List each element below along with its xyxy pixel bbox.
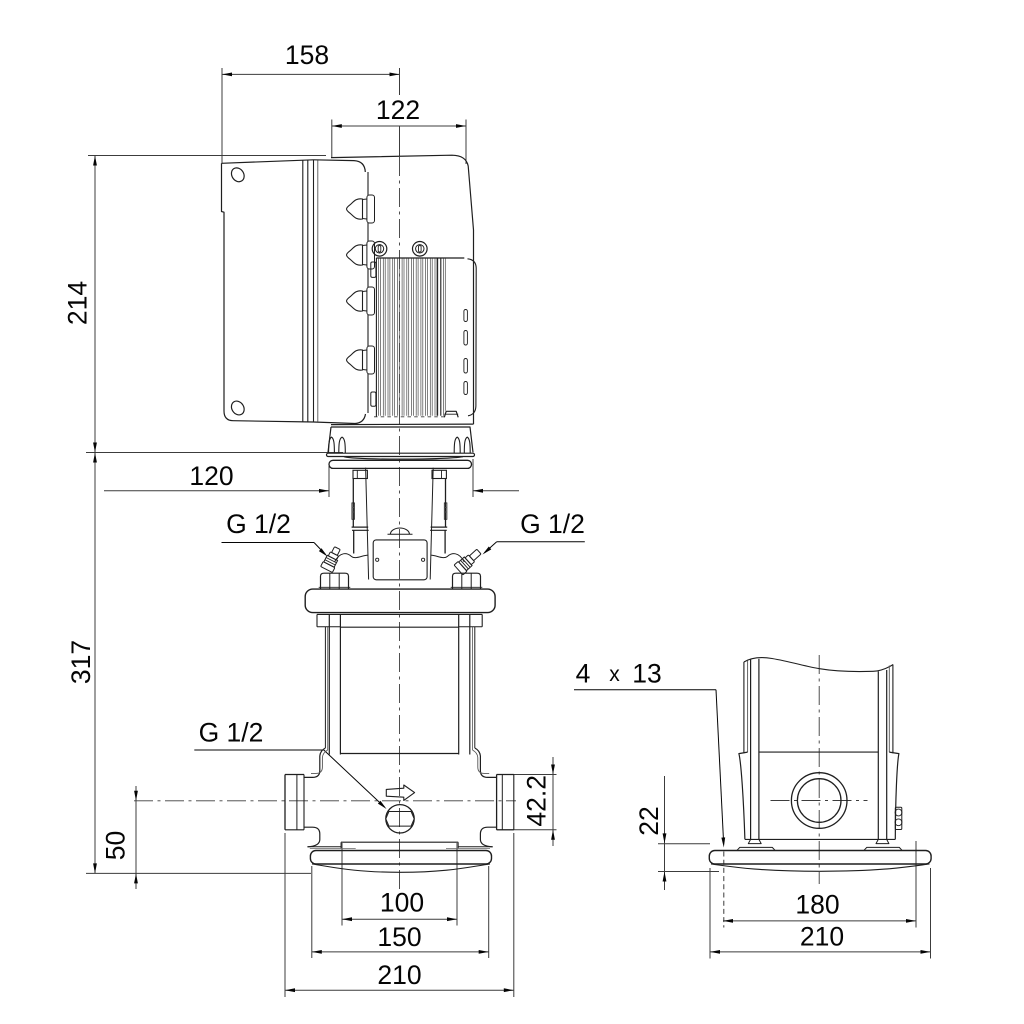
svg-text:50: 50 [101,831,131,860]
svg-text:G 1/2: G 1/2 [520,509,585,539]
svg-text:G 1/2: G 1/2 [226,509,291,539]
svg-text:100: 100 [380,888,424,918]
svg-text:150: 150 [377,922,421,952]
svg-text:122: 122 [376,95,420,125]
svg-text:210: 210 [377,960,421,990]
svg-text:180: 180 [795,890,839,920]
svg-text:x: x [609,663,620,686]
svg-text:22: 22 [634,806,664,835]
svg-text:317: 317 [66,640,96,684]
svg-text:214: 214 [63,281,93,325]
svg-text:210: 210 [800,922,844,952]
svg-text:42.2: 42.2 [522,775,552,827]
svg-text:4: 4 [576,658,591,688]
svg-text:158: 158 [285,40,329,70]
svg-text:13: 13 [632,658,661,688]
svg-text:G 1/2: G 1/2 [199,718,264,748]
svg-text:120: 120 [189,461,233,491]
